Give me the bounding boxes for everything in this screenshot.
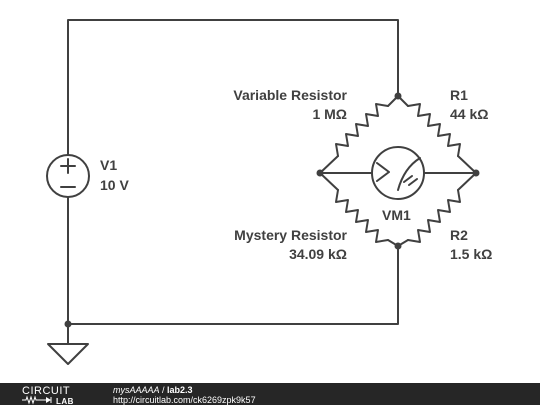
bottom-wire (67, 196, 399, 325)
footer-bar: CIRCUIT LAB mysAAAAA / lab2.3 http://cir… (0, 383, 540, 405)
project-title: mysAAAAA / lab2.3 (113, 385, 193, 395)
junction-ground (64, 320, 72, 328)
title-separator: / (159, 385, 168, 395)
project-url-link[interactable]: http://circuitlab.com/ck6269zpk9k57 (113, 395, 256, 405)
logo-text-bottom: LAB (56, 397, 74, 405)
logo-resistor-icon (22, 395, 42, 405)
r1-name-label: R1 (450, 87, 468, 103)
circuitlab-logo[interactable]: CIRCUIT LAB (20, 383, 100, 405)
variable-resistor-name-label: Variable Resistor (233, 87, 347, 103)
vm1-name-label: VM1 (382, 207, 411, 223)
voltage-source-v1 (46, 154, 90, 198)
v1-name-label: V1 (100, 157, 117, 173)
junction-top (394, 92, 402, 100)
project-owner-link[interactable]: mysAAAAA (113, 385, 160, 395)
mystery-resistor-value-label: 34.09 kΩ (289, 246, 347, 262)
voltmeter-vm1 (319, 146, 477, 200)
ground-symbol (47, 323, 89, 365)
variable-resistor-value-label: 1 MΩ (312, 106, 347, 122)
mystery-resistor-name-label: Mystery Resistor (234, 227, 347, 243)
junction-left (316, 169, 324, 177)
r2-name-label: R2 (450, 227, 468, 243)
project-name-link[interactable]: lab2.3 (167, 385, 193, 395)
circuit-schematic: V1 10 V Variable Resistor 1 MΩ R1 44 kΩ … (46, 19, 492, 365)
logo-diode-icon (46, 397, 51, 403)
r2-value-label: 1.5 kΩ (450, 246, 492, 262)
top-wire (67, 19, 399, 156)
junction-right (472, 169, 480, 177)
logo-text-top: CIRCUIT (22, 385, 70, 397)
v1-value-label: 10 V (100, 177, 129, 193)
r1-value-label: 44 kΩ (450, 106, 488, 122)
junction-bottom (394, 242, 402, 250)
